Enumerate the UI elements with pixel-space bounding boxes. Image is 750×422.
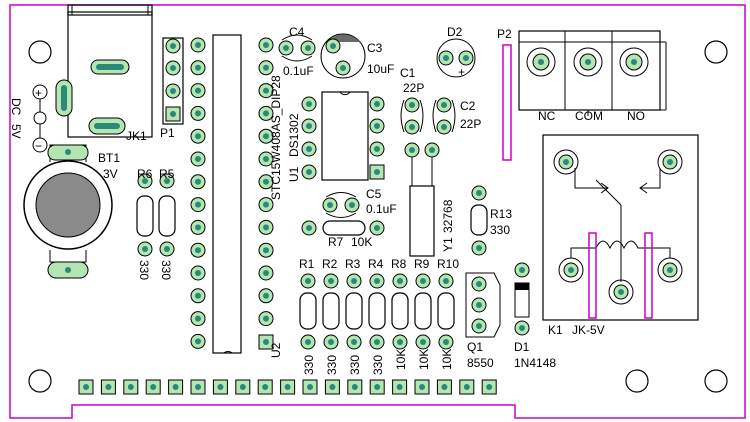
c3-label: C3	[367, 41, 383, 55]
resistor-r2: R2 330	[322, 257, 340, 375]
r13-value: 330	[490, 223, 510, 237]
d1-value: 1N4148	[514, 356, 556, 370]
mount-hole-tr	[704, 40, 728, 64]
ds1302-label: DS1302	[287, 113, 301, 157]
plus-sign: +	[35, 86, 42, 100]
r8-value: 10K	[394, 349, 408, 370]
c2-label: C2	[460, 99, 476, 113]
mount-hole-bl	[28, 369, 52, 393]
q1-value: 8550	[467, 356, 494, 370]
p2-terminal: P2 NC COM NO	[497, 27, 667, 123]
relay-k1: K1 JK-5V	[542, 134, 699, 337]
p2-keepout-bar	[502, 44, 512, 161]
c4-value: 0.1uF	[283, 64, 314, 78]
bt1-voltage: 3V	[103, 167, 118, 181]
resistor-r5: R5 330	[158, 167, 176, 280]
5v-label: 5V	[9, 124, 23, 139]
c2-value: 22P	[460, 117, 481, 131]
r5-value: 330	[159, 260, 173, 280]
u1-label: U1	[287, 166, 301, 182]
led-d2: + D2	[436, 25, 476, 79]
resistor-r6: R6 330	[136, 167, 154, 280]
r10-label: R10	[437, 257, 459, 271]
u1-ds1302: DS1302 U1	[287, 91, 385, 182]
r6-value: 330	[137, 260, 151, 280]
r3-value: 330	[348, 355, 362, 375]
r2-label: R2	[322, 257, 338, 271]
nc-label: NC	[538, 109, 556, 123]
c3-value: 10uF	[367, 62, 394, 76]
resistor-r7: R7 10K	[301, 220, 385, 249]
r9-value: 10K	[417, 349, 431, 370]
bt1-label: BT1	[98, 151, 120, 165]
q1-label: Q1	[467, 340, 483, 354]
resistor-r9: R9 10K	[414, 257, 432, 370]
capacitor-c3: C3 10uF	[320, 33, 394, 79]
bt1-battery: BT1 3V	[23, 144, 120, 279]
mount-hole-tl	[28, 40, 52, 64]
resistor-r13: R13 330	[470, 185, 512, 256]
r13-label: R13	[490, 207, 512, 221]
r1-label: R1	[299, 257, 315, 271]
resistor-r3: R3 330	[345, 257, 363, 375]
mcu-label: STC15W408AS_DIP28	[269, 75, 283, 200]
r9-label: R9	[414, 257, 430, 271]
d2-label: D2	[447, 25, 463, 39]
resistor-r4: R4 330	[368, 257, 386, 375]
resistor-r1: R1 330	[299, 257, 317, 375]
c5-label: C5	[366, 187, 382, 201]
r7-value: 10K	[351, 235, 372, 249]
d2-plus: +	[458, 65, 465, 79]
c1-value: 22P	[403, 81, 424, 95]
dc-label: DC	[9, 98, 23, 116]
no-label: NO	[627, 109, 645, 123]
r2-value: 330	[325, 355, 339, 375]
r4-value: 330	[371, 355, 385, 375]
capacitor-c2: C2 22P	[432, 97, 481, 135]
r3-label: R3	[345, 257, 361, 271]
k1-value: JK-5V	[572, 323, 605, 337]
r8-label: R8	[391, 257, 407, 271]
mount-hole-br	[704, 369, 728, 393]
r7-label: R7	[328, 235, 344, 249]
crystal-y1: 32768 Y1	[404, 142, 455, 257]
diode-d1: D1 1N4148	[514, 262, 556, 370]
resistor-row: R1 330 R2 330 R3 330 R4 330	[299, 257, 459, 375]
c4-label: C4	[289, 25, 305, 39]
capacitor-c5: C5 0.1uF	[322, 187, 397, 218]
u2-mcu: STC15W408AS_DIP28 U2	[190, 34, 283, 358]
jk1-label: JK1	[126, 129, 147, 143]
p1-label: P1	[160, 126, 175, 140]
r5-label: R5	[159, 167, 175, 181]
mount-hole-bm	[625, 369, 649, 393]
jk1-dc-jack: JK1	[55, 4, 153, 143]
minus-sign: −	[35, 139, 42, 153]
r6-label: R6	[137, 167, 153, 181]
transistor-q1: Q1 8550	[465, 272, 501, 370]
c5-value: 0.1uF	[366, 202, 397, 216]
r10-value: 10K	[440, 349, 454, 370]
com-label: COM	[575, 109, 603, 123]
p1-header: P1	[160, 37, 184, 140]
k1-label: K1	[548, 323, 563, 337]
resistor-r8: R8 10K	[391, 257, 409, 370]
u2-label: U2	[269, 342, 283, 358]
capacitor-c1: C1 22P	[400, 66, 424, 135]
d1-label: D1	[514, 340, 530, 354]
p2-label: P2	[497, 27, 512, 41]
edge-connector	[78, 379, 497, 395]
c1-label: C1	[400, 66, 416, 80]
resistor-r10: R10 10K	[437, 257, 459, 370]
capacitor-c4: C4 0.1uF	[278, 25, 316, 78]
y1-value: 32768	[441, 199, 455, 233]
r4-label: R4	[368, 257, 384, 271]
y1-label: Y1	[441, 237, 455, 252]
r1-value: 330	[302, 355, 316, 375]
board-outline	[9, 4, 746, 419]
dc-power-symbol: + − DC 5V	[9, 84, 48, 153]
